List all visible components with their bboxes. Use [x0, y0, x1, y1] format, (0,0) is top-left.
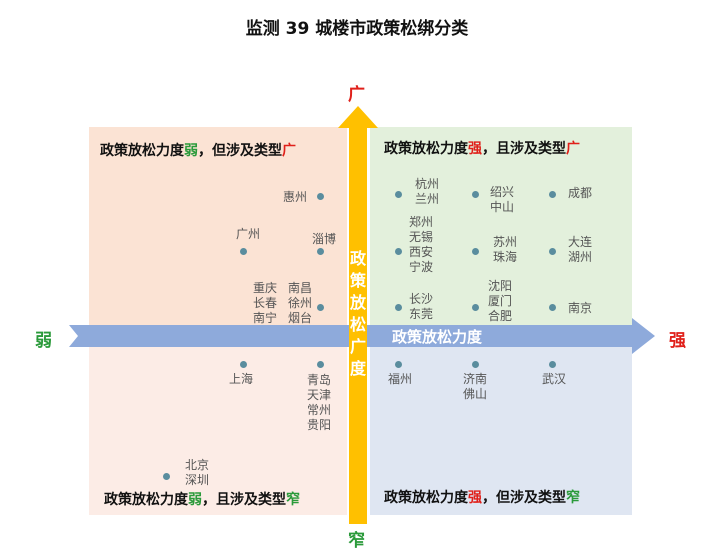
city-nanjing: 南京 — [568, 301, 593, 315]
quadrant-top-right — [370, 127, 632, 325]
city-dot — [395, 361, 402, 368]
city-wuhan: 武汉 — [542, 372, 567, 386]
axis-bottom-label: 窄 — [348, 531, 365, 551]
city-guangzhou: 广州 — [236, 227, 261, 241]
quadrant-bottom-right — [370, 347, 632, 515]
city-fuzhou: 福州 — [388, 372, 413, 386]
city-dot — [472, 191, 479, 198]
city-group-nanchang: 南昌徐州烟台 — [288, 281, 313, 325]
city-group-dalian: 大连湖州 — [568, 235, 593, 264]
vertical-axis-char: 放 — [349, 293, 366, 312]
vertical-arrow — [338, 106, 378, 524]
city-dot — [395, 191, 402, 198]
quadrant-label-top-left: 政策放松力度弱，但涉及类型广 — [100, 143, 296, 159]
city-group-jinan: 济南佛山 — [463, 372, 488, 401]
city-dot — [472, 361, 479, 368]
city-chengdu: 成都 — [568, 186, 593, 200]
city-group-zhengzhou: 郑州无锡西安宁波 — [409, 215, 434, 274]
city-dot — [549, 248, 556, 255]
vertical-axis-char: 政 — [349, 249, 366, 268]
axis-top-label: 广 — [348, 85, 365, 105]
city-shanghai: 上海 — [229, 372, 254, 386]
city-dot — [472, 248, 479, 255]
city-dot — [395, 304, 402, 311]
quadrant-label-top-right: 政策放松力度强，且涉及类型广 — [384, 141, 580, 157]
vertical-axis-char: 松 — [349, 315, 366, 334]
quadrant-bottom-left — [89, 347, 347, 515]
city-dot — [240, 361, 247, 368]
horizontal-axis-label: 政策放松力度 — [392, 328, 483, 346]
city-dot — [317, 304, 324, 311]
city-zibo: 淄博 — [312, 232, 337, 246]
quadrant-label-bottom-right: 政策放松力度强，但涉及类型窄 — [384, 490, 580, 506]
vertical-axis-label: 政 策 放 松 广 度 — [346, 248, 370, 380]
city-dot — [549, 361, 556, 368]
city-group-shaoxing: 绍兴中山 — [490, 185, 515, 214]
axis-right-label: 强 — [669, 331, 686, 351]
city-dot — [472, 304, 479, 311]
quadrant-label-bottom-left: 政策放松力度弱，且涉及类型窄 — [104, 492, 300, 508]
city-huizhou: 惠州 — [283, 190, 308, 204]
city-dot — [549, 191, 556, 198]
city-group-hangzhou: 杭州兰州 — [415, 177, 440, 206]
city-dot — [163, 473, 170, 480]
city-group-beijing: 北京深圳 — [185, 458, 210, 487]
city-dot — [317, 248, 324, 255]
city-dot — [240, 248, 247, 255]
vertical-axis-char: 广 — [349, 337, 366, 356]
city-dot — [317, 361, 324, 368]
vertical-axis-char: 度 — [349, 359, 366, 378]
axis-left-label: 弱 — [35, 331, 52, 351]
city-group-suzhou: 苏州珠海 — [493, 235, 518, 264]
city-dot — [317, 193, 324, 200]
city-group-chongqing: 重庆长春南宁 — [253, 281, 278, 325]
city-dot — [549, 304, 556, 311]
city-group-changsha: 长沙东莞 — [409, 292, 434, 321]
quadrant-top-left — [89, 127, 347, 325]
city-group-shenyang: 沈阳厦门合肥 — [488, 279, 513, 323]
city-group-qingdao: 青岛天津常州贵阳 — [307, 373, 332, 432]
vertical-axis-char: 策 — [349, 271, 366, 290]
page-title: 监测 39 城楼市政策松绑分类 — [245, 19, 469, 39]
city-dot — [395, 248, 402, 255]
